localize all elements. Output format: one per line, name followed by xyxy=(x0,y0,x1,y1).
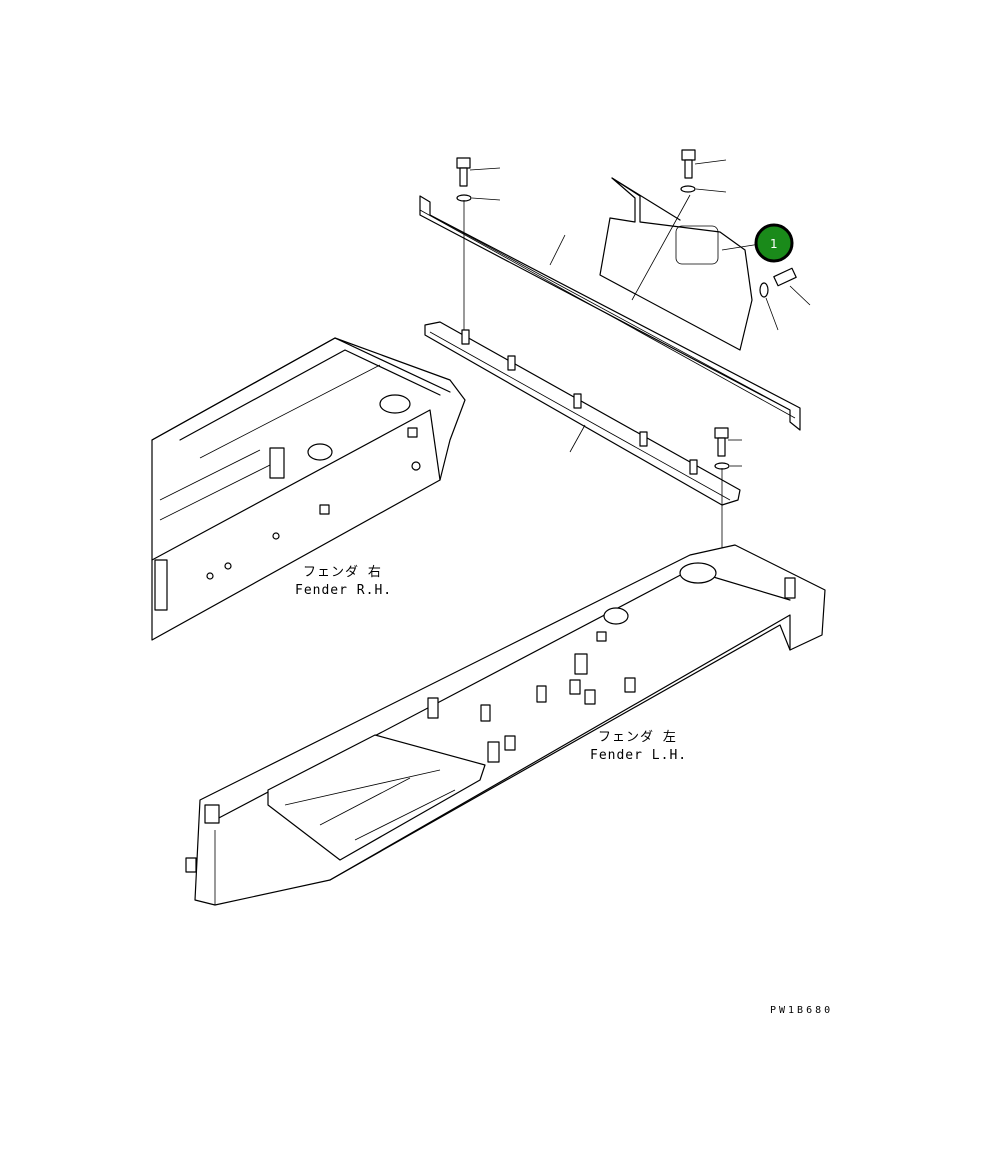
bolt-right-top xyxy=(680,149,727,193)
fender-lh-label-en: Fender L.H. xyxy=(590,748,687,763)
fender-lh xyxy=(185,544,826,906)
bolt-side xyxy=(759,267,811,331)
bolt-lower xyxy=(714,427,742,548)
upper-bracket xyxy=(419,195,801,431)
fender-rh xyxy=(151,337,466,641)
part-callout[interactable]: 1 xyxy=(754,223,794,263)
callout-number: 1 xyxy=(770,237,778,251)
lower-bracket xyxy=(424,321,741,506)
fender-lh-label-jp: フェンダ 左 xyxy=(598,730,677,745)
fender-rh-label-en: Fender R.H. xyxy=(295,583,392,598)
cover-plate xyxy=(599,177,753,351)
bolt-left xyxy=(456,157,501,330)
drawing-code: PW1B680 xyxy=(770,1005,833,1016)
fender-rh-label-jp: フェンダ 右 xyxy=(303,565,382,580)
callout-circle[interactable] xyxy=(754,223,794,263)
bracket-studs xyxy=(461,329,698,475)
